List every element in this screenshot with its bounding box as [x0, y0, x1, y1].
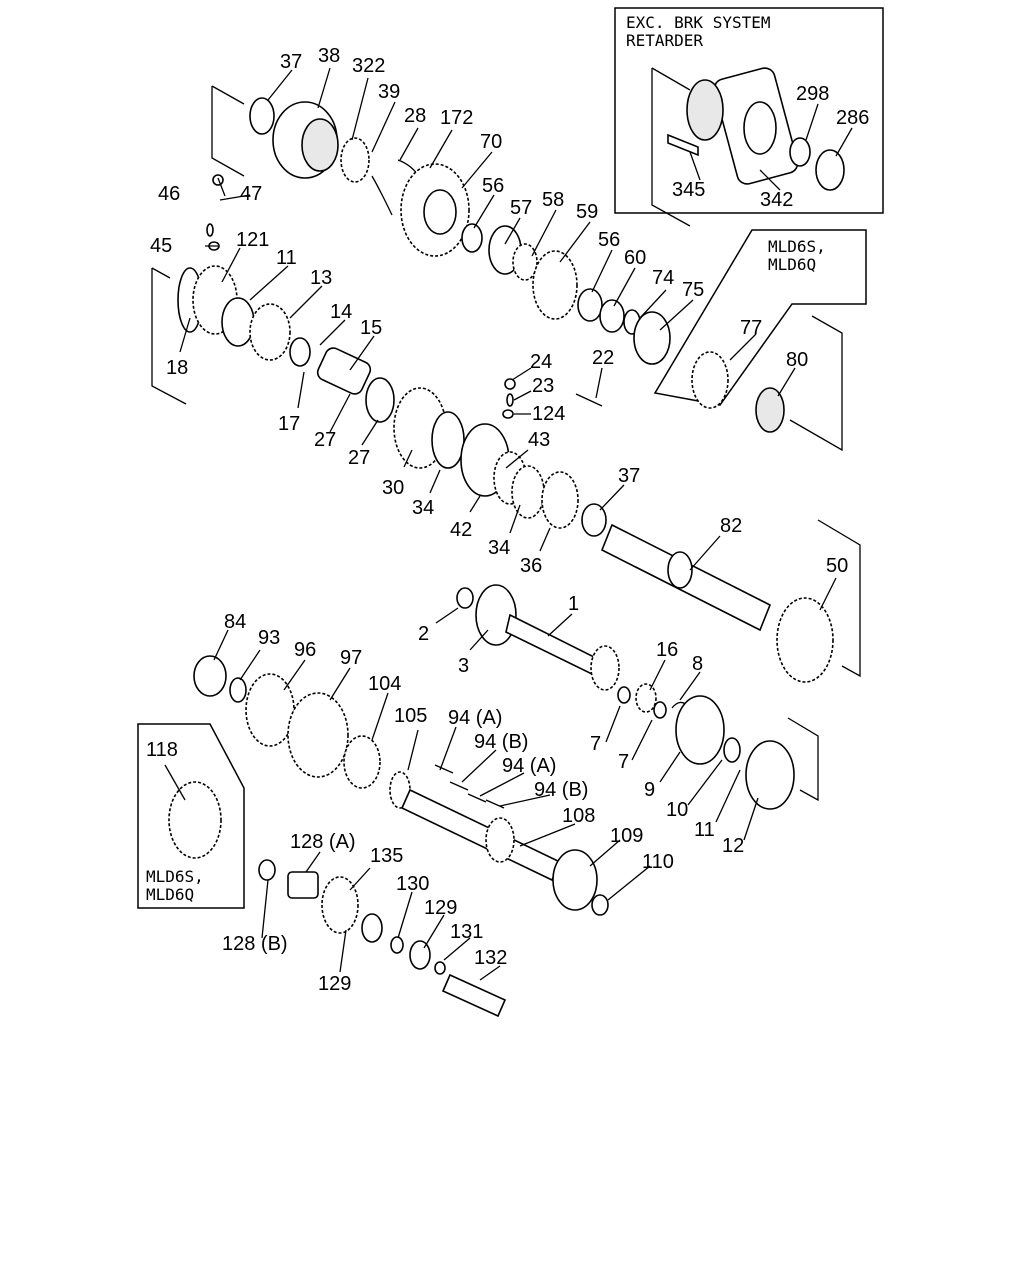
part-label: 80: [786, 349, 808, 371]
part-label: 298: [796, 83, 829, 105]
axis-brackets: [151, 67, 861, 802]
part-label: 27: [314, 429, 336, 451]
part-label: 96: [294, 639, 316, 661]
part-label: 59: [576, 201, 598, 223]
part-label: 43: [528, 429, 550, 451]
retarder-box-line-1: EXC. BRK SYSTEM: [626, 13, 771, 32]
leader-lines: [164, 67, 853, 981]
part-label: 47: [240, 183, 262, 205]
part-label: 56: [482, 175, 504, 197]
part-label: 104: [368, 673, 401, 695]
part-label: 94 (B): [474, 731, 528, 753]
part-label: 8: [692, 653, 703, 675]
part-label: 16: [656, 639, 678, 661]
part-label: 94 (B): [534, 779, 588, 801]
part-label: 286: [836, 107, 869, 129]
part-label: 108: [562, 805, 595, 827]
part-label: 14: [330, 301, 352, 323]
part-label: 11: [694, 819, 715, 841]
part-label: 93: [258, 627, 280, 649]
part-label: 345: [672, 179, 705, 201]
part-label: 94 (A): [448, 707, 502, 729]
part-label: 70: [480, 131, 502, 153]
part-label: 109: [610, 825, 643, 847]
part-label: 58: [542, 189, 564, 211]
part-label: 24: [530, 351, 552, 373]
part-label: 129: [318, 973, 351, 995]
part-label: 11: [276, 247, 297, 269]
part-label: 9: [644, 779, 655, 801]
part-label: 45: [150, 235, 172, 257]
part-label: 342: [760, 189, 793, 211]
part-label: 10: [666, 799, 688, 821]
mld-lower-box: [137, 723, 245, 909]
mld-upper-box-line-1: MLD6S,: [768, 237, 826, 256]
part-label: 82: [720, 515, 742, 537]
part-label: 322: [352, 55, 385, 77]
part-labels: 37 38 322 39 28 172 70 46 47 45 121 11 1…: [146, 45, 869, 995]
part-label: 121: [236, 229, 269, 251]
part-label: 105: [394, 705, 427, 727]
part-label: 38: [318, 45, 340, 67]
part-label: 46: [158, 183, 180, 205]
part-label: 97: [340, 647, 362, 669]
part-label: 34: [488, 537, 510, 559]
part-label: 129: [424, 897, 457, 919]
part-label: 18: [166, 357, 188, 379]
part-label: 7: [590, 733, 601, 755]
part-label: 77: [740, 317, 762, 339]
part-label: 17: [278, 413, 300, 435]
part-label: 94 (A): [502, 755, 556, 777]
part-label: 42: [450, 519, 472, 541]
part-label: 13: [310, 267, 332, 289]
part-label: 2: [418, 623, 429, 645]
part-label: 131: [450, 921, 483, 943]
part-label: 3: [458, 655, 469, 677]
part-label: 130: [396, 873, 429, 895]
part-label: 128 (B): [222, 933, 288, 955]
part-label: 1: [568, 593, 579, 615]
mld-lower-box-line-1: MLD6S,: [146, 867, 204, 886]
part-label: 132: [474, 947, 507, 969]
part-label: 60: [624, 247, 646, 269]
part-label: 74: [652, 267, 674, 289]
part-label: 37: [280, 51, 302, 73]
part-label: 84: [224, 611, 246, 633]
part-label: 22: [592, 347, 614, 369]
retarder-box: [614, 7, 884, 214]
part-label: 128 (A): [290, 831, 356, 853]
part-label: 118: [146, 739, 178, 761]
part-label: 135: [370, 845, 403, 867]
part-label: 75: [682, 279, 704, 301]
part-label: 50: [826, 555, 848, 577]
part-label: 15: [360, 317, 382, 339]
retarder-box-line-2: RETARDER: [626, 31, 703, 50]
part-label: 172: [440, 107, 473, 129]
mld-lower-box-line-2: MLD6Q: [146, 885, 194, 904]
part-label: 56: [598, 229, 620, 251]
part-label: 34: [412, 497, 434, 519]
part-label: 12: [722, 835, 744, 857]
mld-upper-box-line-2: MLD6Q: [768, 255, 816, 274]
part-label: 36: [520, 555, 542, 577]
parts: [168, 67, 845, 1018]
part-label: 28: [404, 105, 426, 127]
mld-upper-box: [653, 229, 867, 406]
part-label: 23: [532, 375, 554, 397]
part-label: 27: [348, 447, 370, 469]
part-label: 110: [642, 851, 674, 873]
part-label: 57: [510, 197, 532, 219]
part-label: 124: [532, 403, 565, 425]
part-label: 37: [618, 465, 640, 487]
part-label: 7: [618, 751, 629, 773]
part-label: 39: [378, 81, 400, 103]
part-label: 30: [382, 477, 404, 499]
